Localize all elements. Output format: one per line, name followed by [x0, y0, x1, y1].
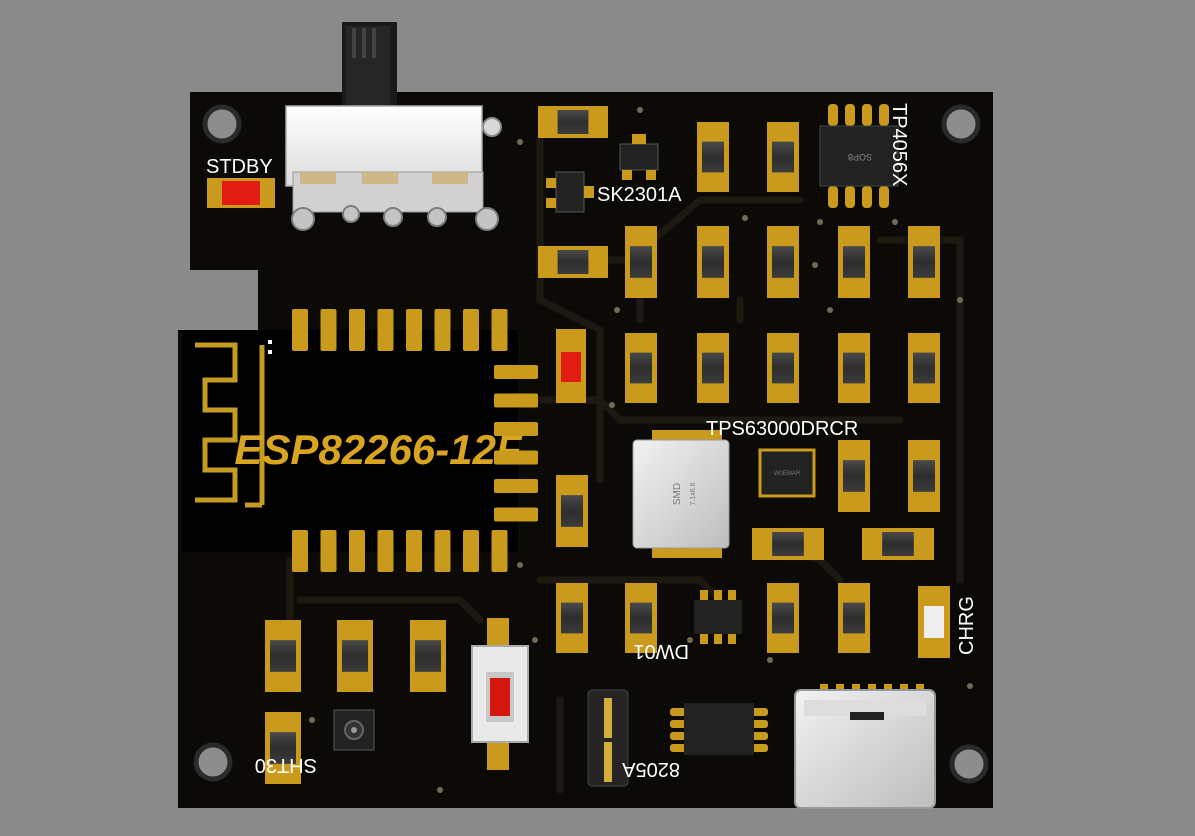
esp-module-label: ESP82266-12F	[234, 426, 523, 473]
module-pin-side	[494, 365, 538, 379]
smd-part-vertical	[838, 583, 870, 653]
smd-part-horizontal	[538, 246, 608, 278]
tps63000-chip: W0EMAR	[758, 448, 816, 498]
led-stdby	[207, 178, 275, 208]
power-inductor: SMD 7.1x6.6	[632, 430, 730, 558]
passive-components	[265, 106, 940, 784]
label-chrg: CHRG	[956, 596, 978, 655]
module-pin-bottom	[292, 530, 308, 572]
dw01-chip	[694, 590, 742, 644]
module-pin-bottom	[434, 530, 451, 572]
led-middle	[556, 329, 586, 403]
smd-part-vertical	[697, 333, 729, 403]
label-dw01: DW01	[633, 640, 689, 662]
sht30-sensor	[333, 709, 375, 751]
smd-part-vertical	[908, 333, 940, 403]
module-pin-side	[494, 393, 538, 408]
inductor-smd-marking: SMD	[672, 483, 683, 505]
smd-part-horizontal	[862, 528, 934, 560]
usb-c-connector	[794, 684, 936, 809]
smd-part-vertical	[908, 226, 940, 298]
module-pin-bottom	[463, 530, 479, 572]
module-pin-bottom	[491, 530, 508, 572]
pin-header	[587, 689, 629, 787]
sop8-marking: SOP8	[848, 152, 872, 162]
smd-part-vertical	[767, 122, 799, 192]
svg-text:W0EMAR: W0EMAR	[774, 471, 801, 477]
module-pin-top	[349, 309, 365, 351]
smd-part-vertical	[767, 583, 799, 653]
smd-part-vertical	[908, 440, 940, 512]
label-tps63000: TPS63000DRCR	[706, 418, 858, 440]
module-pin-side	[494, 422, 538, 436]
module-pin-side	[494, 507, 538, 522]
smd-part-vertical	[838, 440, 870, 512]
slide-switch	[285, 22, 499, 231]
esp-module: ESP82266-12F	[182, 330, 523, 552]
smd-part-horizontal	[752, 528, 824, 560]
module-pin-side	[494, 450, 538, 465]
smd-part-vertical	[625, 333, 657, 403]
mounting-holes	[193, 104, 989, 784]
inductor-size-marking: 7.1x6.6	[690, 482, 697, 505]
smd-part-horizontal	[538, 106, 608, 138]
module-pin-top	[377, 309, 394, 351]
smd-part-vertical	[625, 226, 657, 298]
label-sk2301a: SK2301A	[597, 184, 682, 206]
smd-part-vertical	[697, 226, 729, 298]
sot23-transistor-top	[619, 134, 659, 180]
module-pin-top	[320, 309, 337, 351]
sk2301a-transistor	[546, 171, 594, 213]
tp4056x-chip: SOP8	[819, 104, 899, 208]
smd-part-vertical	[337, 620, 373, 692]
module-pin-side	[494, 479, 538, 493]
tactile-button	[471, 618, 529, 770]
smd-part-vertical	[838, 226, 870, 298]
led-chrg	[918, 586, 950, 658]
smd-part-vertical	[265, 620, 301, 692]
module-pin-bottom	[406, 530, 422, 572]
smd-part-vertical	[410, 620, 446, 692]
module-pins	[292, 309, 538, 572]
smd-part-vertical	[625, 583, 657, 653]
smd-part-vertical	[767, 333, 799, 403]
smd-part-vertical	[767, 226, 799, 298]
module-pin-top	[406, 309, 422, 351]
module-pin-top	[491, 309, 508, 351]
module-pin-bottom	[320, 530, 337, 572]
module-pin-top	[434, 309, 451, 351]
smd-part-vertical	[265, 712, 301, 784]
module-pin-top	[463, 309, 479, 351]
smd-part-vertical	[556, 475, 588, 547]
label-sht30: SHT30	[255, 754, 317, 776]
module-pin-bottom	[349, 530, 365, 572]
module-pin-bottom	[377, 530, 394, 572]
label-8205a: 8205A	[622, 758, 680, 780]
label-stdby: STDBY	[206, 156, 273, 178]
ic-8205a-chip	[670, 703, 768, 755]
smd-part-vertical	[556, 583, 588, 653]
label-tp4056x: TP4056X	[888, 103, 910, 186]
module-pin-top	[292, 309, 308, 351]
smd-part-vertical	[697, 122, 729, 192]
smd-part-vertical	[838, 333, 870, 403]
